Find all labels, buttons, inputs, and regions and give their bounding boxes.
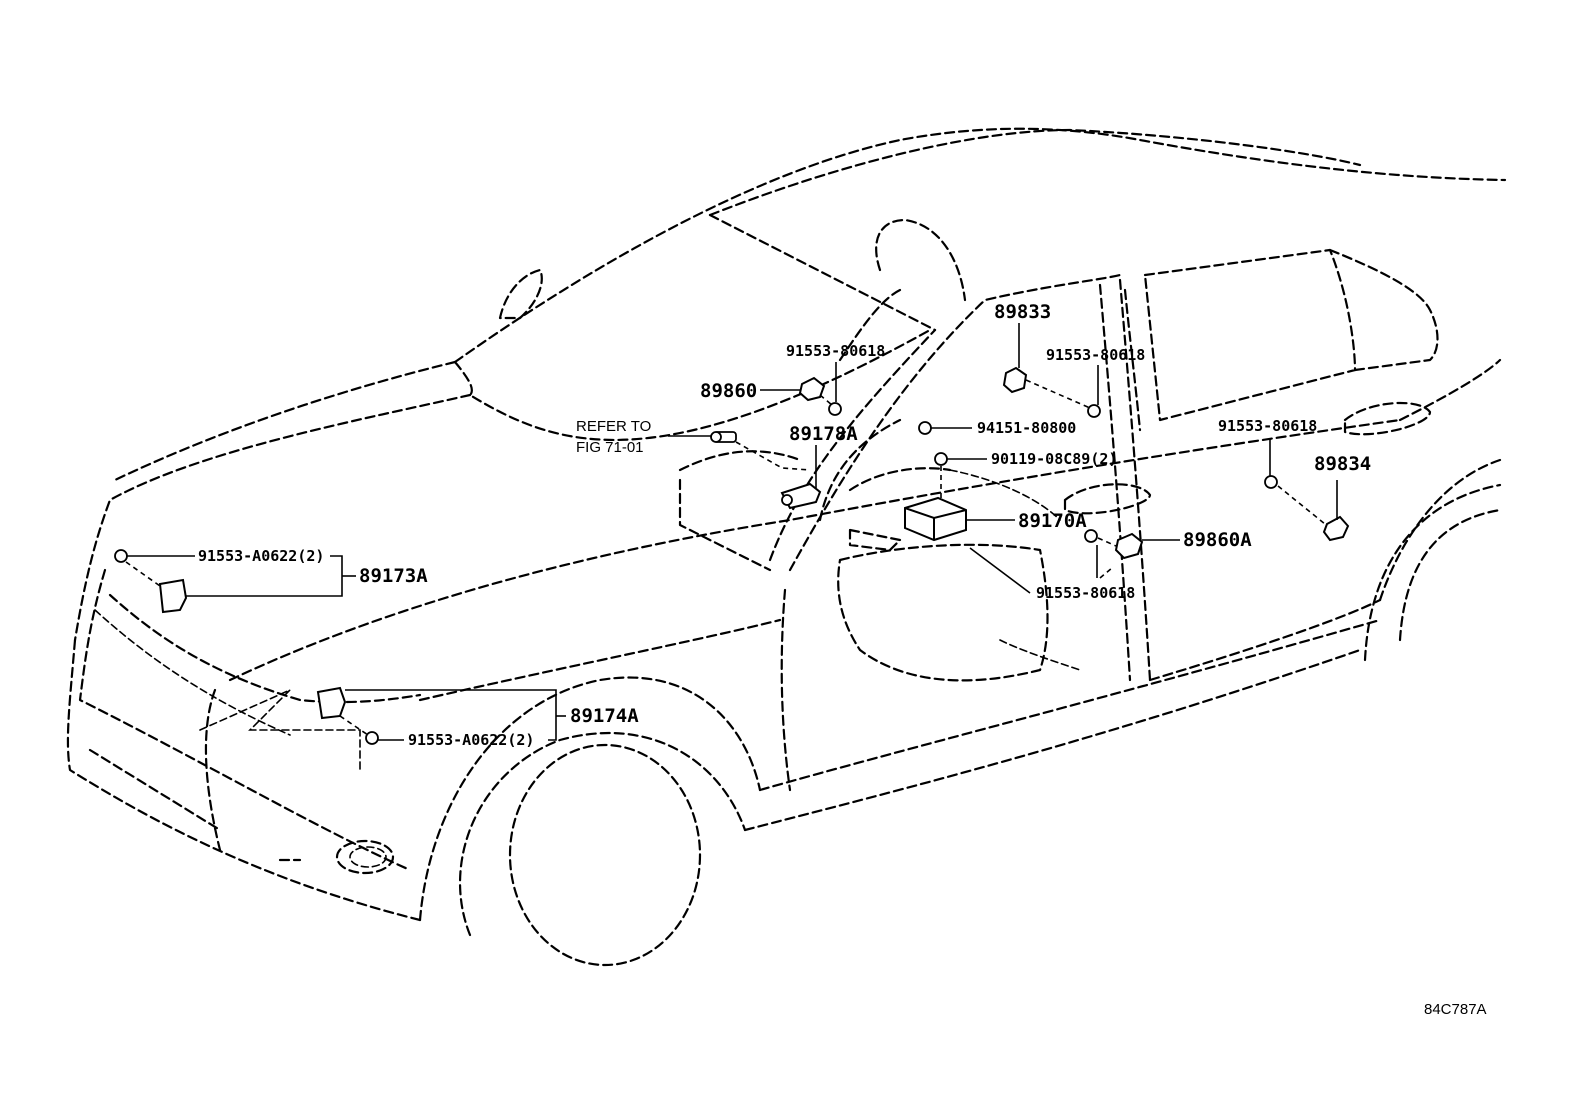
part-refer-bolt	[710, 431, 737, 443]
part-89834-sensor	[1264, 475, 1350, 542]
label-89833: 89833	[994, 301, 1051, 323]
part-89860A-sensor	[1084, 529, 1144, 560]
label-89834: 89834	[1314, 453, 1371, 475]
car-outline	[66, 127, 1507, 967]
parts	[114, 366, 1350, 745]
label-91553-80618-right: 91553-80618	[1218, 417, 1317, 435]
leader-lines	[125, 323, 1338, 741]
part-89173A-sensor	[114, 549, 188, 614]
label-fig-71-01: FIG 71-01	[576, 439, 644, 456]
part-89178A-sensor	[780, 482, 822, 510]
label-91553-A0622-lower: 91553-A0622(2)	[408, 731, 534, 749]
label-91553-A0622-upper: 91553-A0622(2)	[198, 547, 324, 565]
labels: 89833 91553-80618 91553-80618 89860 8917…	[198, 301, 1487, 1018]
label-refer-to: REFER TO	[576, 418, 651, 435]
label-91553-80618-upper-left: 91553-80618	[786, 342, 885, 360]
part-89860-sensor	[798, 376, 842, 416]
part-89833-sensor	[1002, 366, 1101, 418]
label-89178A: 89178A	[789, 423, 858, 445]
part-89174A-sensor	[316, 686, 379, 745]
part-94151-nut	[918, 421, 932, 435]
label-90119-08C89: 90119-08C89(2)	[991, 450, 1117, 468]
label-89174A: 89174A	[570, 705, 639, 727]
figure-code: 84C787A	[1424, 1001, 1487, 1018]
label-91553-80618-lower: 91553-80618	[1036, 584, 1135, 602]
label-89860: 89860	[700, 380, 757, 402]
part-90119-bolt	[934, 452, 948, 466]
label-94151-80800: 94151-80800	[977, 419, 1076, 437]
label-91553-80618-upper-right: 91553-80618	[1046, 346, 1145, 364]
label-89860A: 89860A	[1183, 529, 1252, 551]
label-89170A: 89170A	[1018, 510, 1087, 532]
label-89173A: 89173A	[359, 565, 428, 587]
part-89170A-module	[904, 496, 967, 542]
